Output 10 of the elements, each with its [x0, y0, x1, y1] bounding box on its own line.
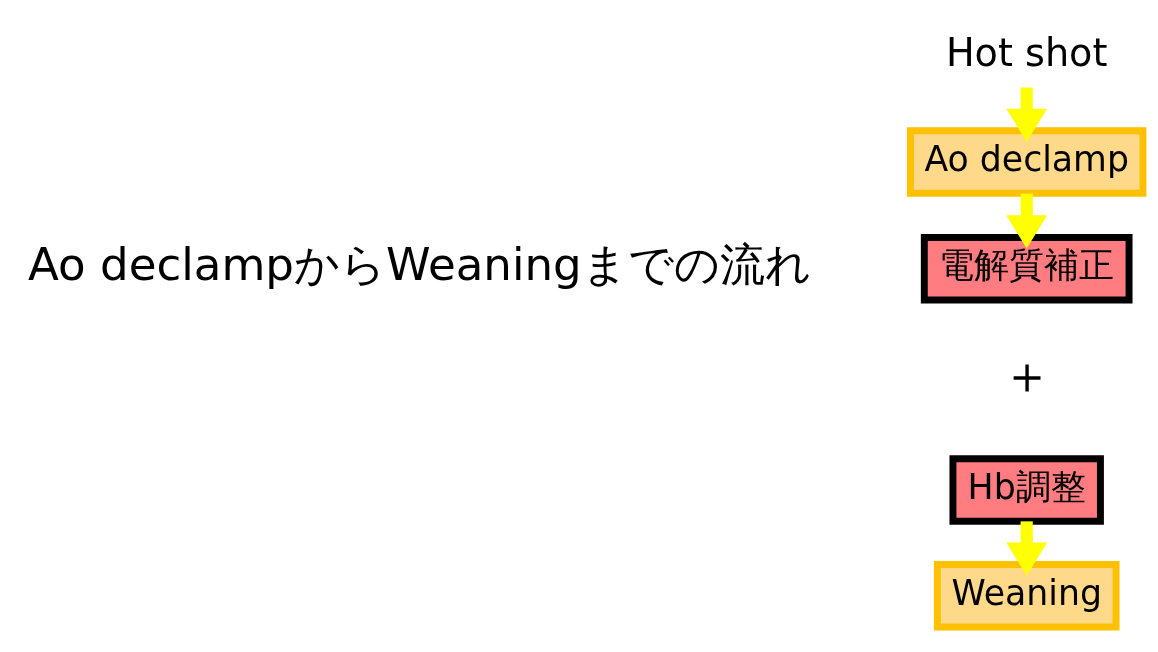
node-text: Hot shot: [945, 30, 1108, 75]
label: ＋: [1000, 344, 1053, 405]
label: Ao declampからWeaningまでの流れ: [28, 237, 811, 291]
arrow: [1006, 521, 1048, 576]
node-box: 電解質補正: [920, 234, 1133, 304]
node-box: Weaning: [933, 561, 1120, 631]
node-box: Ao declamp: [906, 127, 1147, 197]
node-box: Hb調整: [949, 455, 1104, 525]
arrow: [1006, 87, 1048, 143]
arrow: [1006, 193, 1048, 249]
